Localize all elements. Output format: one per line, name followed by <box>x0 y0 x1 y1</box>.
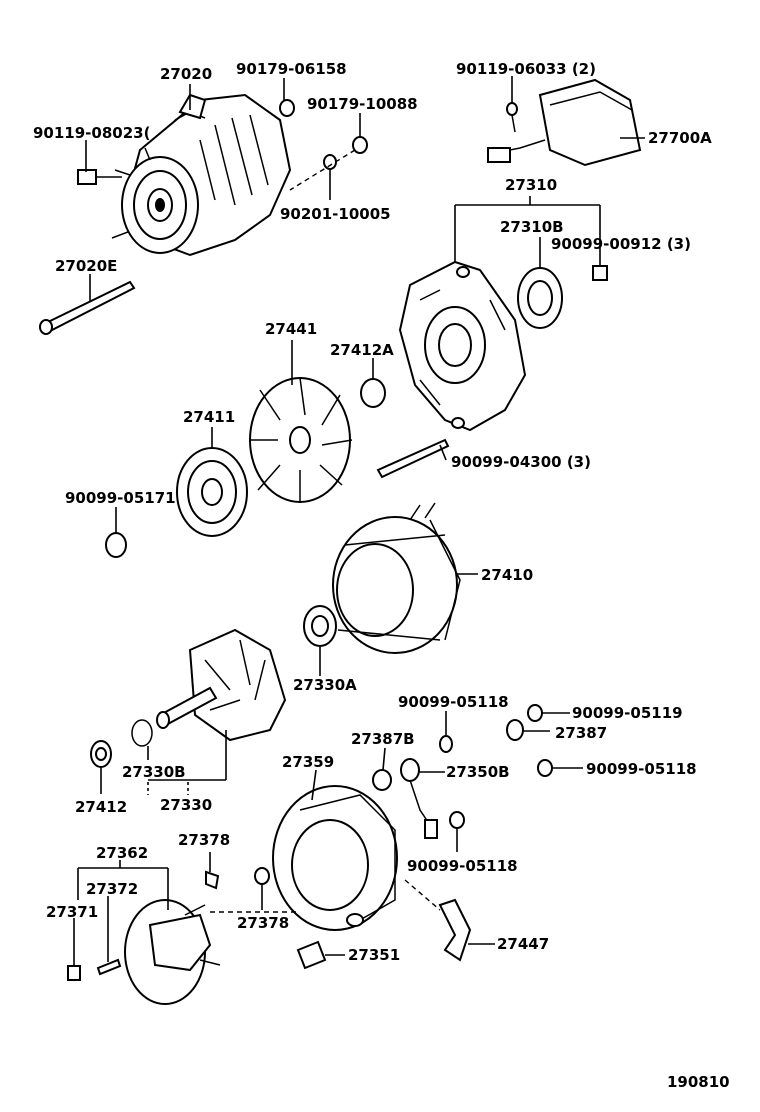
nut-90099-05118a-drawing <box>439 735 453 753</box>
bearing-27412-drawing <box>90 740 112 768</box>
pulley-27411-drawing <box>176 447 248 537</box>
part-label-27387B: 27387B <box>351 730 415 748</box>
part-label-27700A: 27700A <box>648 129 712 147</box>
stator-27410-drawing <box>332 502 461 654</box>
part-label-90099-05171: 90099-05171 <box>65 489 176 507</box>
part-label-27412: 27412 <box>75 798 127 816</box>
part-label-90179-10088: 90179-10088 <box>307 95 418 113</box>
insulator-27378b-drawing <box>254 867 270 885</box>
part-label-27350B: 27350B <box>446 763 510 781</box>
bolt-90119-08023-drawing <box>77 169 97 185</box>
part-label-90099-04300: 90099-04300 (3) <box>451 453 591 471</box>
insulator-27378a-drawing <box>205 870 220 890</box>
terminal-27350B-drawing <box>400 758 438 839</box>
screw-90099-00912-drawing <box>592 265 608 281</box>
drive-end-frame-27310-drawing <box>398 260 527 432</box>
brush-holder-27362-drawing <box>124 899 221 1005</box>
part-label-27310B: 27310B <box>500 218 564 236</box>
through-bolt-27020E-drawing <box>39 280 136 335</box>
part-label-27351: 27351 <box>348 946 400 964</box>
part-label-27330A: 27330A <box>293 676 357 694</box>
part-label-27330B: 27330B <box>122 763 186 781</box>
part-label-90201-10005: 90201-10005 <box>280 205 391 223</box>
retainer-27330B-drawing <box>131 719 153 747</box>
part-label-27020: 27020 <box>160 65 212 83</box>
part-label-27378b: 27378 <box>237 914 289 932</box>
spacer-27412A-drawing <box>360 378 386 408</box>
bearing-27330A-drawing <box>303 605 337 647</box>
bolt-90099-04300-drawing <box>376 438 450 479</box>
part-label-90119-06033: 90119-06033 (2) <box>456 60 596 78</box>
part-label-27359: 27359 <box>282 753 334 771</box>
regulator-27700A-drawing <box>487 78 642 167</box>
cap-27351-drawing <box>296 940 327 970</box>
diagram-id-text: 190810 <box>667 1073 730 1091</box>
nut-90099-05118b-drawing <box>449 811 465 829</box>
nut-90179-06158-drawing <box>279 99 295 117</box>
part-label-27330: 27330 <box>160 796 212 814</box>
part-label-90179-06158: 90179-06158 <box>236 60 347 78</box>
part-label-90099-05118c: 90099-05118 <box>586 760 697 778</box>
nut-90099-05171-drawing <box>105 532 127 558</box>
part-label-27378a: 27378 <box>178 831 230 849</box>
nut-90099-05118c-drawing <box>537 759 553 777</box>
part-label-27447: 27447 <box>497 935 549 953</box>
part-label-90119-08023: 90119-08023( <box>33 124 150 142</box>
spring-27372-drawing <box>96 958 122 976</box>
part-label-27371: 27371 <box>46 903 98 921</box>
insulator-27387-drawing <box>506 719 524 741</box>
part-label-27362: 27362 <box>96 844 148 862</box>
part-labels: 27020 90179-06158 90179-10088 90119-08023( 9… <box>33 60 712 964</box>
part-label-27310: 27310 <box>505 176 557 194</box>
part-label-27410: 27410 <box>481 566 533 584</box>
bracket-27447-drawing <box>438 898 472 962</box>
fan-27441-drawing <box>249 377 353 503</box>
brush-27371-drawing <box>67 965 81 981</box>
part-label-27411: 27411 <box>183 408 235 426</box>
part-label-27412A: 27412A <box>330 341 394 359</box>
bearing-27310B-drawing <box>517 267 563 329</box>
part-label-90099-05118b: 90099-05118 <box>407 857 518 875</box>
part-label-27441: 27441 <box>265 320 317 338</box>
terminal-27387B-drawing <box>372 769 392 791</box>
part-label-90099-05118a: 90099-05118 <box>398 693 509 711</box>
part-label-27387: 27387 <box>555 724 607 742</box>
nut-90099-05119-drawing <box>527 704 543 722</box>
part-label-90099-05119: 90099-05119 <box>572 704 683 722</box>
part-label-90099-00912: 90099-00912 (3) <box>551 235 691 253</box>
alternator-assembly-drawing <box>111 93 292 257</box>
washer-90201-10005-drawing <box>323 154 337 170</box>
rectifier-end-frame-27359-drawing <box>272 785 398 931</box>
part-label-27020E: 27020E <box>55 257 117 275</box>
rotor-27330-drawing <box>156 628 287 742</box>
part-label-27372: 27372 <box>86 880 138 898</box>
